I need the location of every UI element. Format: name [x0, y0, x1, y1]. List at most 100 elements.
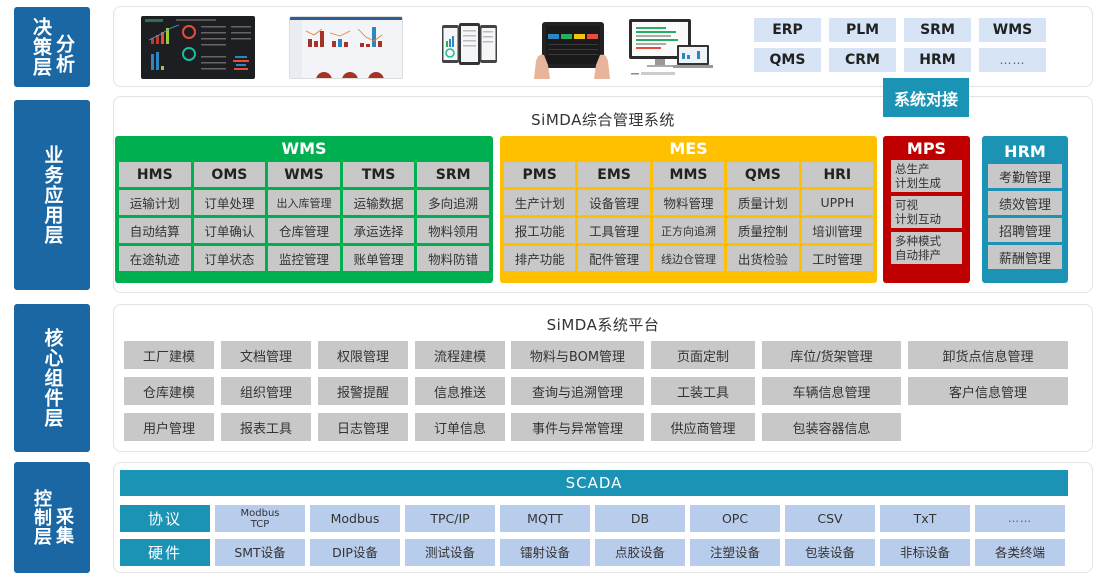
dark-dashboard-screenshot [141, 16, 255, 79]
protocol-item: MQTT [500, 505, 590, 532]
mes-function-item: UPPH [801, 190, 873, 215]
external-system-qms: QMS [754, 48, 821, 72]
hrm-item-attendance: 考勤管理 [988, 164, 1062, 188]
layer-label-decision-sub: 分析 [53, 34, 75, 74]
mes-module-title: MES [669, 139, 708, 158]
mes-function-item: 设备管理 [578, 190, 650, 215]
core-component-item: 工厂建模 [124, 341, 214, 369]
hardware-item: 点胶设备 [595, 539, 685, 566]
business-panel-title: SiMDA综合管理系统 [531, 111, 675, 129]
wms-function-item: 订单处理 [193, 190, 266, 215]
wms-function-item: 订单状态 [193, 246, 266, 271]
wms-submodule-srm: SRM [417, 162, 489, 187]
hardware-item: 包装设备 [785, 539, 875, 566]
layer-label-business-text: 业务应用层 [41, 145, 64, 245]
core-component-item: 日志管理 [318, 413, 408, 441]
tablet-in-hands-image [532, 17, 612, 79]
external-system-crm: CRM [829, 48, 896, 72]
layer-label-control-sub: 采集 [53, 506, 74, 545]
mps-module-title: MPS [906, 139, 947, 158]
core-component-item: 查询与追溯管理 [511, 377, 644, 405]
mes-submodule-ems: EMS [578, 162, 650, 187]
core-component-item: 信息推送 [415, 377, 505, 405]
mes-function-item: 正方向追溯 [652, 218, 725, 243]
mes-function-item: 物料管理 [652, 190, 725, 215]
mes-function-item: 生产计划 [504, 190, 576, 215]
core-component-item: 库位/货架管理 [762, 341, 901, 369]
core-component-item: 报表工具 [221, 413, 311, 441]
decision-panel: ERP PLM SRM WMS QMS CRM HRM …… [113, 6, 1093, 87]
desktop-and-laptop-image [627, 17, 719, 79]
layer-label-business: 业务应用层 [14, 100, 90, 290]
core-component-item: 组织管理 [221, 377, 311, 405]
wms-function-item: 运输数据 [342, 190, 415, 215]
layer-label-core-text: 核心组件层 [41, 328, 64, 428]
external-system-plm: PLM [829, 18, 896, 42]
mes-submodule-hri: HRI [801, 162, 873, 187]
wms-function-item: 多向追溯 [417, 190, 489, 215]
hardware-item: 注塑设备 [690, 539, 780, 566]
mps-item-line: 总生产 [895, 162, 930, 176]
external-systems-grid: ERP PLM SRM WMS QMS CRM HRM …… [754, 18, 1046, 72]
hardware-item: 非标设备 [880, 539, 970, 566]
mobile-phones-graphic [442, 23, 497, 65]
mps-item-line: 可视 [895, 198, 918, 212]
core-component-item: 订单信息 [415, 413, 505, 441]
hardware-item: DIP设备 [310, 539, 400, 566]
protocol-label: 协议 [120, 505, 210, 532]
core-panel-title: SiMDA系统平台 [546, 316, 660, 334]
desktop-and-laptop-graphic [629, 19, 713, 75]
mes-function-item: 排产功能 [504, 246, 576, 271]
hardware-item: 各类终端 [975, 539, 1065, 566]
mps-module: MPS 总生产 计划生成 可视 计划互动 多种模式 自动排产 [883, 136, 970, 283]
wms-submodule-wms: WMS [268, 162, 340, 187]
external-system-hrm: HRM [904, 48, 971, 72]
mps-item-visual-plan: 可视 计划互动 [891, 196, 962, 228]
protocol-item: CSV [785, 505, 875, 532]
wms-submodule-oms: OMS [193, 162, 266, 187]
wms-function-item: 账单管理 [342, 246, 415, 271]
core-component-item: 仓库建模 [124, 377, 214, 405]
light-dashboard-graphic [290, 17, 402, 78]
wms-function-item: 运输计划 [119, 190, 191, 215]
core-component-item: 车辆信息管理 [762, 377, 901, 405]
core-component-item: 权限管理 [318, 341, 408, 369]
mes-submodule-pms: PMS [504, 162, 576, 187]
wms-function-item: 监控管理 [268, 246, 340, 271]
external-system-srm: SRM [904, 18, 971, 42]
core-component-item: 报警提醒 [318, 377, 408, 405]
hrm-item-recruitment: 招聘管理 [988, 218, 1062, 242]
wms-function-item: 物料领用 [417, 218, 489, 243]
mps-item-master-plan: 总生产 计划生成 [891, 160, 962, 192]
layer-label-decision-main: 决策层 [30, 17, 52, 77]
hrm-item-payroll: 薪酬管理 [988, 245, 1062, 269]
hrm-module: HRM 考勤管理 绩效管理 招聘管理 薪酬管理 [982, 136, 1068, 283]
hardware-item: 测试设备 [405, 539, 495, 566]
mes-function-item: 质量控制 [727, 218, 799, 243]
wms-function-item: 订单确认 [193, 218, 266, 243]
mes-function-item: 质量计划 [727, 190, 799, 215]
mes-function-item: 线边仓管理 [652, 246, 725, 271]
wms-function-item: 出入库管理 [268, 190, 340, 215]
mes-function-item: 出货检验 [727, 246, 799, 271]
core-component-item: 供应商管理 [651, 413, 755, 441]
mes-function-item: 报工功能 [504, 218, 576, 243]
mps-item-line: 多种模式 [895, 234, 941, 248]
hardware-item: 镭射设备 [500, 539, 590, 566]
mes-submodule-mms: MMS [652, 162, 725, 187]
mps-item-auto-scheduling: 多种模式 自动排产 [891, 232, 962, 264]
hardware-label: 硬件 [120, 539, 210, 566]
wms-function-item: 物料防错 [417, 246, 489, 271]
core-component-item: 用户管理 [124, 413, 214, 441]
wms-function-item: 承运选择 [342, 218, 415, 243]
core-panel: SiMDA系统平台 工厂建模文档管理权限管理流程建模物料与BOM管理页面定制库位… [113, 304, 1093, 452]
tablet-in-hands-graphic [534, 22, 610, 79]
light-dashboard-screenshot [289, 16, 403, 79]
protocol-item-line: TCP [250, 518, 270, 530]
